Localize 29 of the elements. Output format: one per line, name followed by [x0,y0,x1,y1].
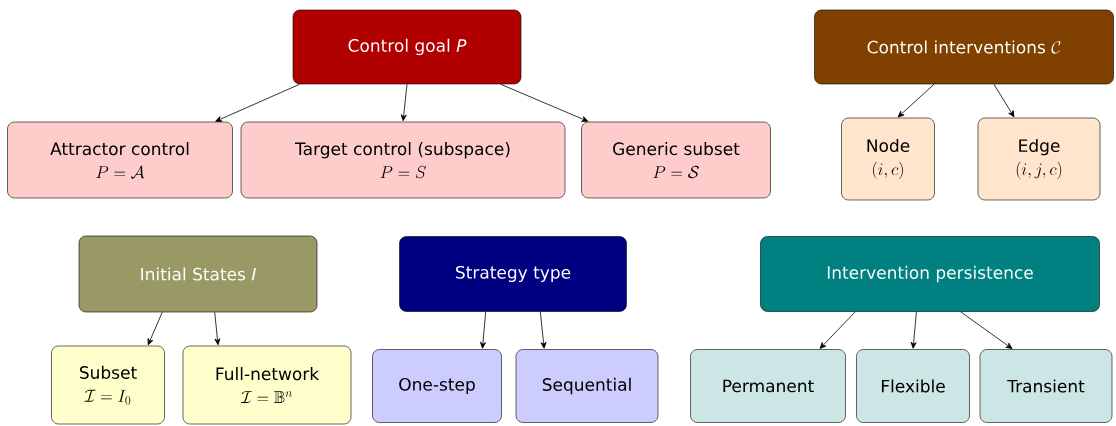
option-box: One-step [372,349,502,423]
category-box: Initial States I [78,235,318,313]
arrow [819,311,856,349]
option-box: Sequential [515,349,659,423]
arrow [400,83,408,122]
arrow [539,311,547,349]
option-box: Edge $(i,j,c)$ [977,117,1101,201]
option-box: Full-network $\mathcal{I} = \mathbb{B}^n$ [182,345,352,425]
option-box: Subset $\mathcal{I} = I_0$ [51,345,165,425]
arrow [147,311,163,346]
arrow [960,311,1013,349]
option-box: Target control (subspace) $P = S$ [240,121,566,199]
option-box: Attractor control $P = \mathcal{A}$ [7,121,233,199]
option-box: Permanent [690,349,846,423]
arrow [500,83,589,122]
arrow [480,311,487,349]
arrow [897,83,935,118]
option-box: Transient [979,349,1113,423]
arrow [215,83,300,122]
option-box: Generic subset $P = \mathcal{S}$ [581,121,771,199]
arrow [214,311,221,346]
category-box: Intervention persistence [760,236,1100,312]
arrow [910,311,917,349]
category-box: Control goal P [292,9,522,85]
option-box: Flexible [856,349,970,423]
arrow [993,83,1015,118]
option-box: Node $(i,c)$ [841,117,935,201]
category-box: Control interventions $\mathcal{C}$ [814,9,1114,85]
category-box: Strategy type [399,236,627,312]
